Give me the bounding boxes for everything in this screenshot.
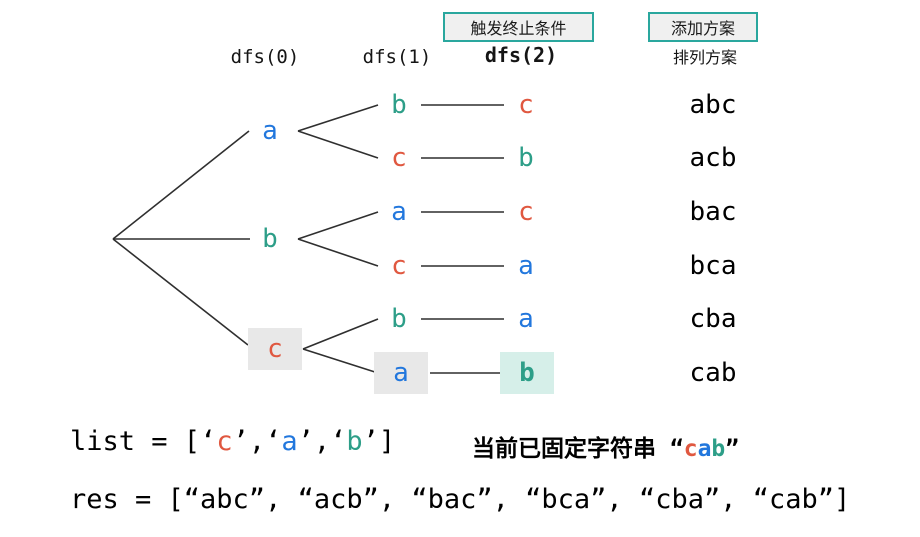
callout-termination-condition: 触发终止条件 — [443, 12, 594, 42]
code-list-seg6: ’] — [362, 426, 396, 457]
code-list-seg-b: b — [346, 426, 363, 457]
header-dfs0: dfs(0) — [230, 46, 300, 68]
tree-leaf-c: c — [518, 90, 534, 120]
result-bca: bca — [689, 251, 737, 281]
tree-node-l2-a-highlighted: a — [374, 352, 428, 394]
caption-seg-a: a — [697, 436, 712, 462]
tree-node-l2-c2: c — [391, 251, 407, 281]
tree-node-l1-c-highlighted: c — [248, 328, 302, 370]
caption-seg4: ” — [725, 436, 740, 462]
caption-seg-c: c — [683, 436, 698, 462]
code-list-seg2: ’,‘ — [232, 426, 282, 457]
caption-seg0: 当前已固定字符串 “ — [472, 436, 684, 462]
fixed-string-caption: 当前已固定字符串 “cab” — [472, 429, 739, 463]
tree-node-l1-b: b — [262, 224, 278, 254]
code-list-seg-c: c — [216, 426, 233, 457]
result-bac: bac — [689, 197, 737, 227]
callout-add-solution: 添加方案 — [648, 12, 758, 42]
tree-leaf-b: b — [518, 143, 534, 173]
callout-termination-label: 触发终止条件 — [470, 19, 567, 38]
code-res-line: res = [“abc”, “acb”, “bac”, “bca”, “cba”… — [70, 484, 851, 515]
caption-seg-b: b — [711, 436, 726, 462]
tree-node-l2-b2: b — [391, 304, 407, 334]
result-abc: abc — [689, 90, 737, 120]
code-list-seg0: list = [‘ — [70, 426, 217, 457]
tree-leaf-a: a — [518, 251, 534, 281]
code-list-seg-a: a — [281, 426, 298, 457]
tree-node-l1-a: a — [262, 116, 278, 146]
result-acb: acb — [689, 143, 737, 173]
tree-node-l2-c: c — [391, 143, 407, 173]
header-permutation-column: 排列方案 — [672, 48, 738, 67]
tree-node-l2-b: b — [391, 90, 407, 120]
code-list-seg4: ’,‘ — [297, 426, 347, 457]
result-cab: cab — [689, 358, 737, 388]
tree-node-l2-a: a — [391, 197, 407, 227]
tree-leaf-a2: a — [518, 304, 534, 334]
tree-leaf-b-highlighted: b — [500, 352, 554, 394]
tree-leaf-c2: c — [518, 197, 534, 227]
callout-add-solution-label: 添加方案 — [670, 19, 735, 38]
header-dfs2: dfs(2) — [484, 43, 558, 67]
code-list-line: list = [‘c’,‘a’,‘b’] — [70, 426, 395, 457]
header-dfs1: dfs(1) — [362, 46, 432, 68]
result-cba: cba — [689, 304, 737, 334]
